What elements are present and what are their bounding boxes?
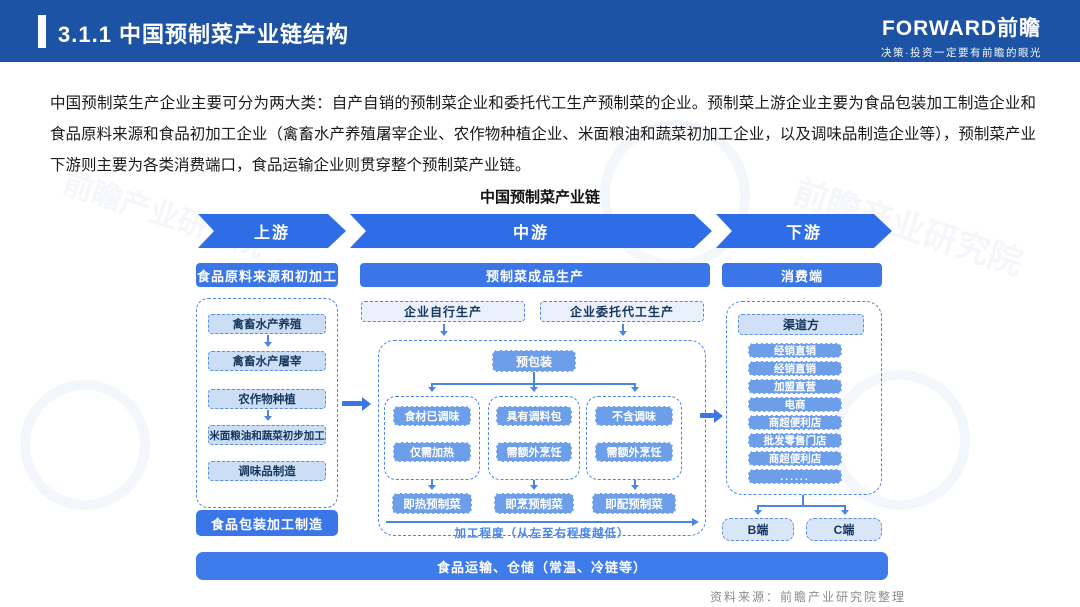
connector <box>802 495 804 505</box>
down-arrow <box>264 335 271 347</box>
channel-item: 电商 <box>748 397 842 412</box>
midstream-container <box>378 340 706 536</box>
downstream-container <box>726 301 882 495</box>
channel-item: 经销直销 <box>748 343 842 358</box>
logo-text: FORWARD前瞻 <box>881 17 1042 40</box>
group-attr: 需额外烹饪 <box>595 442 673 462</box>
midstream-header: 预制菜成品生产 <box>360 263 710 287</box>
data-source: 资料来源：前瞻产业研究院整理 <box>710 590 907 604</box>
channel-item: ...... <box>748 469 842 484</box>
logistics-bar: 食品运输、仓储（常温、冷链等） <box>196 552 888 580</box>
down-arrow <box>428 480 435 490</box>
flow-arrow-up-mid <box>342 396 371 411</box>
connector <box>757 505 845 507</box>
group-attr: 食材已调味 <box>393 406 471 426</box>
prepack-box: 预包装 <box>492 350 576 372</box>
result-box: 即配预制菜 <box>592 493 676 514</box>
c-end-box: C端 <box>806 518 882 541</box>
title-accent-bar <box>38 15 46 48</box>
stage-downstream: 下游 <box>716 214 892 248</box>
group-container <box>384 396 480 480</box>
upstream-header: 食品原料来源和初加工 <box>196 263 338 287</box>
group-container <box>586 396 682 480</box>
result-box: 即热预制菜 <box>392 493 472 514</box>
down-arrow <box>530 383 537 392</box>
upstream-node: 农作物种植 <box>208 389 326 409</box>
upstream-node: 禽畜水产屠宰 <box>208 351 326 371</box>
processing-axis-arrow <box>386 518 699 525</box>
down-arrow <box>619 324 626 336</box>
upstream-node: 米面粮油和蔬菜初步加工 <box>208 425 326 445</box>
down-arrow <box>530 480 537 490</box>
down-arrow <box>754 505 761 515</box>
diagram-title: 中国预制菜产业链 <box>479 189 600 206</box>
channel-item: 加盟直营 <box>748 379 842 394</box>
upstream-node: 调味品制造 <box>208 461 326 481</box>
group-attr: 不含调味 <box>595 406 673 426</box>
down-arrow <box>440 324 447 336</box>
connector <box>533 372 535 383</box>
intro-paragraph: 中国预制菜生产企业主要可分为两大类：自产自销的预制菜企业和委托代工生产预制菜的企… <box>50 95 1036 174</box>
down-arrow <box>264 410 271 421</box>
page-title: 3.1.1 中国预制菜产业链结构 <box>58 22 350 47</box>
down-arrow <box>841 505 848 515</box>
channel-item: 经销直销 <box>748 361 842 376</box>
group-container <box>488 396 580 480</box>
group-attr: 需额外烹饪 <box>496 442 572 462</box>
channel-item: 批发零售门店 <box>748 433 842 448</box>
header-bar: 3.1.1 中国预制菜产业链结构 FORWARD前瞻 决策·投资一定要有前瞻的眼… <box>0 0 1080 62</box>
upstream-container <box>196 298 338 508</box>
watermark-circle <box>20 380 150 510</box>
b-end-box: B端 <box>722 518 794 541</box>
upstream-node: 禽畜水产养殖 <box>208 314 326 334</box>
stage-upstream: 上游 <box>198 214 346 248</box>
group-attr: 具有调料包 <box>496 406 572 426</box>
downstream-header: 消费端 <box>722 263 882 287</box>
down-arrow <box>428 383 435 392</box>
group-attr: 仅需加热 <box>393 442 471 462</box>
channel-item: 商超便利店 <box>748 451 842 466</box>
channel-header: 渠道方 <box>738 314 864 335</box>
packaging-box: 食品包装加工制造 <box>196 510 338 536</box>
down-arrow <box>631 480 638 490</box>
logo-tagline: 决策·投资一定要有前瞻的眼光 <box>881 47 1042 59</box>
down-arrow <box>631 383 638 392</box>
mode-oem-production: 企业委托代工生产 <box>540 301 704 322</box>
forward-logo: FORWARD前瞻 决策·投资一定要有前瞻的眼光 <box>881 12 1042 60</box>
channel-item: 商超便利店 <box>748 415 842 430</box>
mode-self-production: 企业自行生产 <box>361 301 525 322</box>
processing-axis-label: 加工程度（从左至右程度越低） <box>454 528 630 540</box>
flow-arrow-mid-down <box>700 408 723 423</box>
result-box: 即烹预制菜 <box>494 493 574 514</box>
stage-midstream: 中游 <box>350 214 712 248</box>
